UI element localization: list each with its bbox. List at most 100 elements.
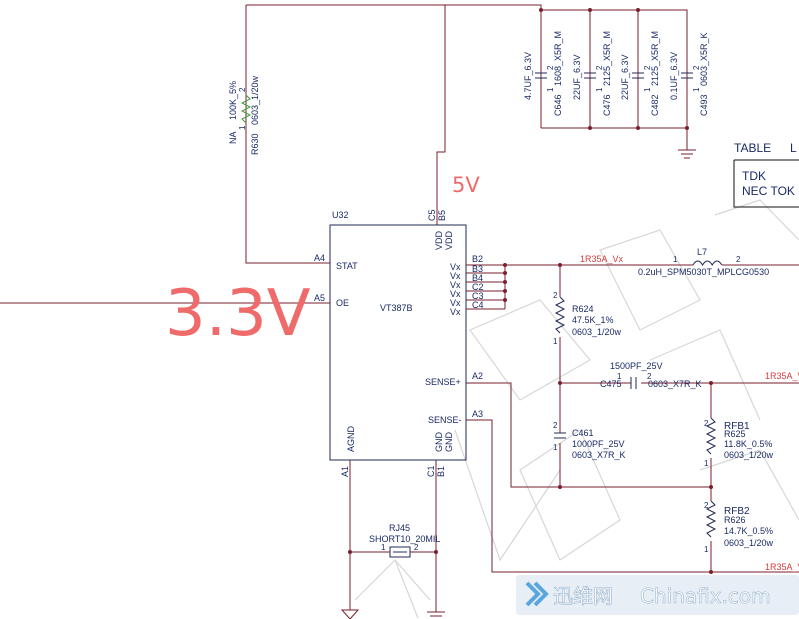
resistor-r624: R624 47.5K_1% 0603_1/20w 2 1: [553, 291, 622, 346]
r626-pin1: 1: [704, 545, 709, 554]
c482-value: 22UF_6.3V: [620, 54, 630, 100]
pin-name-sense-minus: SENSE-: [428, 415, 462, 425]
watermark-brand-en: Chinafix.com: [640, 584, 771, 608]
c461-value: 1000PF_25V: [572, 439, 625, 449]
rj45-refdes: RJ45: [389, 523, 410, 533]
c476-pin1: 1: [595, 87, 604, 92]
c493-refdes: C493: [699, 94, 709, 116]
pin-num-a2: A2: [472, 371, 483, 381]
rj45-pin1: 1: [381, 543, 386, 552]
r625-pin2: 2: [704, 419, 709, 428]
pin-num-b4: B4: [472, 273, 483, 283]
pin-name-gnd-2: GND: [444, 432, 454, 453]
c646-pin2: 2: [546, 65, 555, 70]
r630-pin2: 2: [238, 87, 247, 92]
pin-num-c1: C1: [426, 465, 436, 477]
l7-description: 0.2uH_SPM5030T_MPLCG0530: [638, 267, 769, 277]
table-box: TABLE L TDK NEC TOK: [733, 141, 799, 208]
table-title-cut: L: [790, 141, 797, 155]
ground-symbol-gnd: [427, 611, 445, 617]
pin-num-b1: B1: [436, 466, 446, 477]
watermark-brand-cn: 迅维网: [553, 584, 613, 608]
pin-num-a5: A5: [314, 293, 325, 303]
rj45-pin2: 2: [414, 543, 419, 552]
c461-package: 0603_X7R_K: [572, 450, 626, 460]
background-watermark-arcs: [354, 199, 799, 619]
r624-pin2: 2: [553, 291, 558, 300]
r624-value: 47.5K_1%: [572, 315, 614, 325]
pin-name-vdd-2: VDD: [444, 230, 454, 250]
c475-refdes: C475: [600, 379, 622, 389]
pin-num-b3: B3: [472, 264, 483, 274]
ground-symbol-caps: [678, 149, 696, 159]
pin-num-b5: B5: [437, 210, 447, 221]
r625-package: 0603_1/20w: [724, 450, 774, 460]
pin-name-vx-3: Vx: [450, 280, 461, 290]
r625-refdes: R625: [724, 429, 746, 439]
r630-refdes: R630: [250, 133, 260, 155]
c493-package: 0603_X5R_K: [699, 32, 709, 86]
c475-pin2: 2: [647, 372, 652, 381]
table-row-tdk: TDK: [742, 169, 766, 183]
c475-package: 0603_X7R_K: [648, 379, 702, 389]
net-label-1r35a-v-2: 1R35A_V: [765, 562, 799, 572]
r626-pin2: 2: [704, 501, 709, 510]
pin-num-b2: B2: [472, 254, 483, 264]
inductor-l7: L7 1 2 0.2uH_SPM5030T_MPLCG0530: [638, 247, 769, 277]
junction-dots: [348, 8, 713, 574]
r630-package: 0603_1/20w: [250, 75, 260, 125]
pin-name-vx-2: Vx: [450, 271, 461, 281]
chip-u32: U32 VT387B A4 STAT A5 OE C5 B5 VDD VDD B…: [314, 209, 484, 477]
rj45-description: SHORT10_20MIL: [369, 534, 440, 544]
pin-name-stat: STAT: [336, 261, 358, 271]
pin-name-oe: OE: [336, 298, 349, 308]
pin-name-vx-5: Vx: [450, 298, 461, 308]
r626-value: 14.7K_0.5%: [724, 526, 773, 536]
cap-c475: 1500PF_25V C475 0603_X7R_K 1 2: [600, 361, 702, 389]
c482-pin2: 2: [643, 65, 652, 70]
overlay-label-3-3v: 3.3V: [165, 277, 311, 351]
c482-package: 2125_X5R_M: [650, 31, 660, 86]
table-title: TABLE: [734, 141, 771, 155]
cap-c476: 22UF_6.3V 2125_X5R_M C476 2 1: [572, 31, 612, 116]
pin-name-vx-4: Vx: [450, 289, 461, 299]
r624-package: 0603_1/20w: [572, 327, 622, 337]
r624-refdes: R624: [572, 304, 594, 314]
pin-num-c2: C2: [472, 282, 484, 292]
c482-refdes: C482: [650, 94, 660, 116]
pin-name-sense-plus: SENSE+: [425, 377, 461, 387]
pin-name-vx-6: Vx: [450, 307, 461, 317]
c475-value: 1500PF_25V: [610, 361, 663, 371]
l7-refdes: L7: [697, 247, 707, 257]
pin-num-a4: A4: [314, 253, 325, 263]
r630-pin1: 1: [238, 125, 247, 130]
chinafix-logo-icon: [525, 581, 549, 607]
r625-value: 11.8K_0.5%: [724, 439, 772, 449]
short-rj45: RJ45 SHORT10_20MIL 1 2: [369, 523, 440, 558]
pin-name-vx-1: Vx: [450, 262, 461, 272]
r625-pin1: 1: [704, 459, 709, 468]
pin-num-c5: C5: [427, 209, 437, 221]
ground-symbol-agnd: [340, 609, 360, 619]
chip-refdes: U32: [332, 210, 349, 220]
resistor-r630: 100K_5% 0603_1/20w NA 2 1 R630: [228, 75, 260, 155]
wires: [0, 4, 799, 612]
c646-refdes: C646: [553, 94, 563, 116]
r624-pin1: 1: [553, 337, 558, 346]
c646-package: 1608_X5R_M: [553, 31, 563, 86]
c461-refdes: C461: [572, 428, 594, 438]
c476-value: 22UF_6.3V: [572, 54, 582, 100]
c476-pin2: 2: [595, 65, 604, 70]
cap-c493: 0.1UF_6.3V 0603_X5R_K C493 2 1: [669, 32, 709, 116]
r626-package: 0603_1/20w: [724, 538, 774, 548]
c476-refdes: C476: [602, 94, 612, 116]
pin-num-c4: C4: [472, 300, 484, 310]
c475-pin1: 1: [617, 372, 622, 381]
c461-pin1: 1: [553, 443, 558, 452]
net-label-1r35a-v-1: 1R35A_V: [765, 371, 799, 381]
c646-value: 4.7UF_6.3V: [523, 52, 533, 100]
pin-name-gnd-1: GND: [434, 432, 444, 453]
r626-refdes: R626: [724, 515, 746, 525]
pin-num-c3: C3: [472, 291, 484, 301]
